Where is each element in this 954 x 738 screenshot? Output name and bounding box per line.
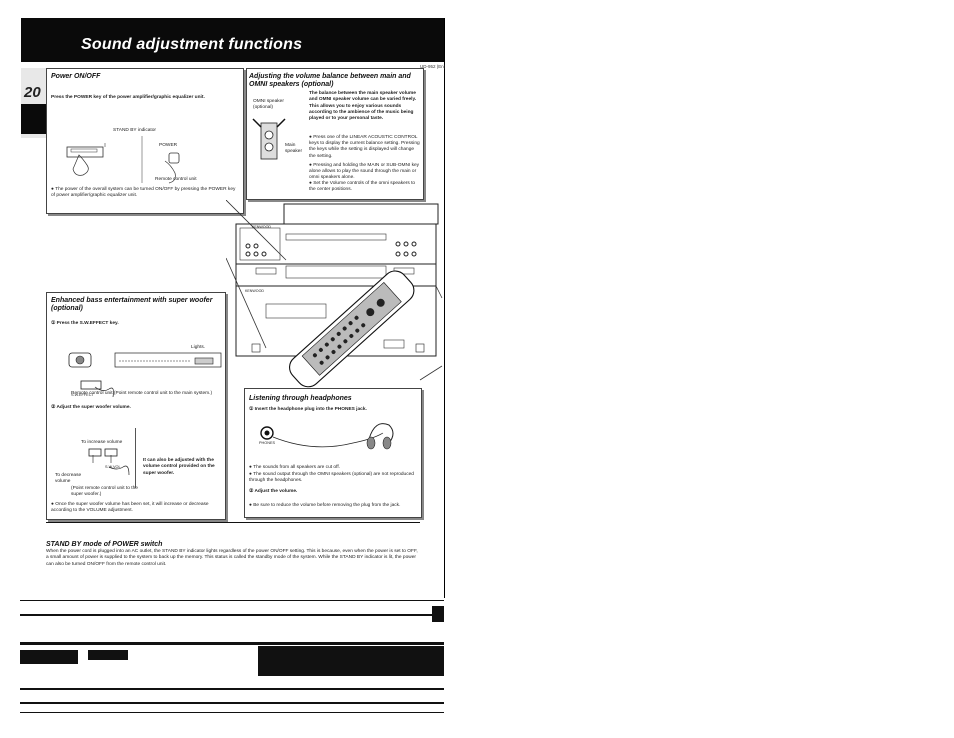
- stereo-system-illustration: [226, 200, 443, 388]
- main-speaker-label: Main speaker: [285, 143, 303, 154]
- woofer-step1: ① Press the S.W.EFFECT key.: [51, 321, 119, 326]
- scan-line: [20, 688, 444, 690]
- remote-control-label: Remote control unit: [155, 177, 197, 182]
- woofer-section: Enhanced bass entertainment with super w…: [46, 292, 226, 520]
- standby-text: When the power cord is plugged into an A…: [46, 549, 418, 567]
- brand-label-top: KENWOOD: [252, 225, 271, 229]
- standby-indicator-label: STAND BY indicator: [113, 128, 157, 133]
- omni-speaker-label: OMNI speaker (optional): [253, 99, 284, 110]
- headphones-section: Listening through headphones ① Insert th…: [244, 388, 422, 518]
- woofer-title: Enhanced bass entertainment with super w…: [51, 297, 213, 312]
- divider: [135, 428, 136, 488]
- sw-effect-key-label: S.W.EFFECT: [71, 393, 94, 397]
- scan-line: [20, 712, 444, 713]
- scan-line: [20, 614, 444, 616]
- power-bullet: ● The power of the overall system can be…: [51, 187, 236, 199]
- balance-bullet-2: ● Pressing and holding the MAIN or SUB-O…: [309, 163, 420, 181]
- page-number: 20: [24, 84, 41, 101]
- scan-block: [432, 606, 444, 622]
- scan-block: [88, 650, 128, 660]
- balance-section: Adjusting the volume balance between mai…: [246, 68, 424, 200]
- balance-intro: The balance between the main speaker vol…: [309, 91, 417, 122]
- woofer-side-note: It can also be adjusted with the volume …: [143, 458, 215, 476]
- sw-vol-key-label: S.W.VOL: [105, 465, 121, 469]
- headphones-bullet-1: ● The sounds from all speakers are cut o…: [249, 465, 340, 470]
- power-section: Power ON/OFF Press the POWER key of the …: [46, 68, 244, 214]
- power-title: Power ON/OFF: [51, 73, 101, 80]
- phones-jack-label: PHONES: [259, 441, 276, 445]
- woofer-point-note: (Point remote control unit to the super …: [71, 486, 138, 498]
- scan-line: [20, 702, 444, 704]
- scan-block: [258, 646, 444, 676]
- headphones-step2: ② Adjust the volume.: [249, 489, 298, 494]
- side-tab-marker: [21, 104, 46, 134]
- power-key-label: POWER: [159, 143, 178, 148]
- woofer-remote-note: Remote control unit (Point remote contro…: [71, 391, 213, 396]
- scan-line: [20, 600, 444, 601]
- power-instruction: Press the POWER key of the power amplifi…: [51, 95, 205, 100]
- woofer-bullet: ● Once the super woofer volume has been …: [51, 502, 209, 514]
- balance-bullet-1: ● Press one of the LINEAR ACOUSTIC CONTR…: [309, 135, 420, 159]
- page-title: Sound adjustment functions: [81, 36, 303, 53]
- scan-line: [20, 642, 444, 645]
- decrease-volume-label: To decrease volume: [55, 473, 82, 484]
- woofer-effect-illustration: [68, 352, 222, 398]
- increase-volume-label: To increase volume: [81, 440, 123, 445]
- sw-volume-illustration: [88, 448, 130, 476]
- power-illustration: [66, 136, 180, 184]
- standby-rule: [46, 522, 420, 523]
- remote-illustration: [252, 118, 286, 160]
- brand-label-bottom: KENWOOD: [245, 289, 264, 293]
- headphones-illustration: [260, 423, 394, 450]
- lights-label: Lights.: [191, 345, 206, 350]
- scan-block: [20, 650, 78, 664]
- headphones-bullet-final: ● Be sure to reduce the volume before re…: [249, 503, 401, 508]
- headphones-step1: ① Insert the headphone plug into the PHO…: [249, 407, 367, 412]
- page-frame: [20, 18, 445, 598]
- balance-title: Adjusting the volume balance between mai…: [249, 73, 411, 88]
- headphones-bullet-2: ● The sound output through the OMNI spea…: [249, 472, 414, 484]
- header-bar: Sound adjustment functions: [21, 18, 444, 62]
- woofer-step2: ② Adjust the super woofer volume.: [51, 405, 131, 410]
- standby-title: STAND BY mode of POWER switch: [46, 541, 163, 548]
- balance-bullet-3: ● Set the Volume controls of the omni sp…: [309, 181, 416, 193]
- model-code: UD-952 (En): [420, 64, 446, 69]
- headphones-title: Listening through headphones: [249, 395, 352, 402]
